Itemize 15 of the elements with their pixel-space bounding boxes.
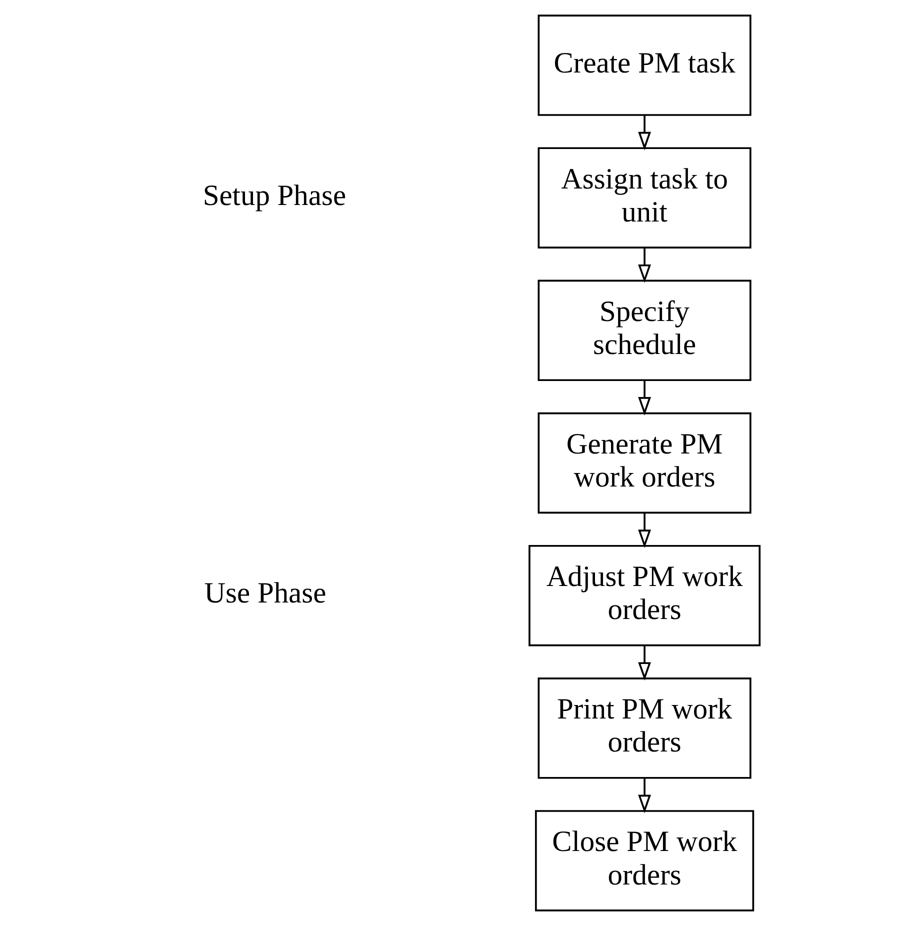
arrow [638,380,651,416]
node-box: Assign task to unit [538,147,752,248]
arrow [638,778,651,814]
node-box: Adjust PM work orders [528,544,761,646]
node-box: Create PM task [538,14,752,116]
arrow [638,248,651,283]
arrow [638,115,651,150]
node-box: Print PM work orders [538,678,752,779]
label: Use Phase [204,578,326,610]
node-box: Close PM work orders [535,810,754,912]
arrow [638,512,651,548]
node-box: Specify schedule [538,280,752,382]
label: Setup Phase [202,180,346,212]
node-box: Generate PM work orders [538,412,752,514]
arrow [638,645,651,681]
